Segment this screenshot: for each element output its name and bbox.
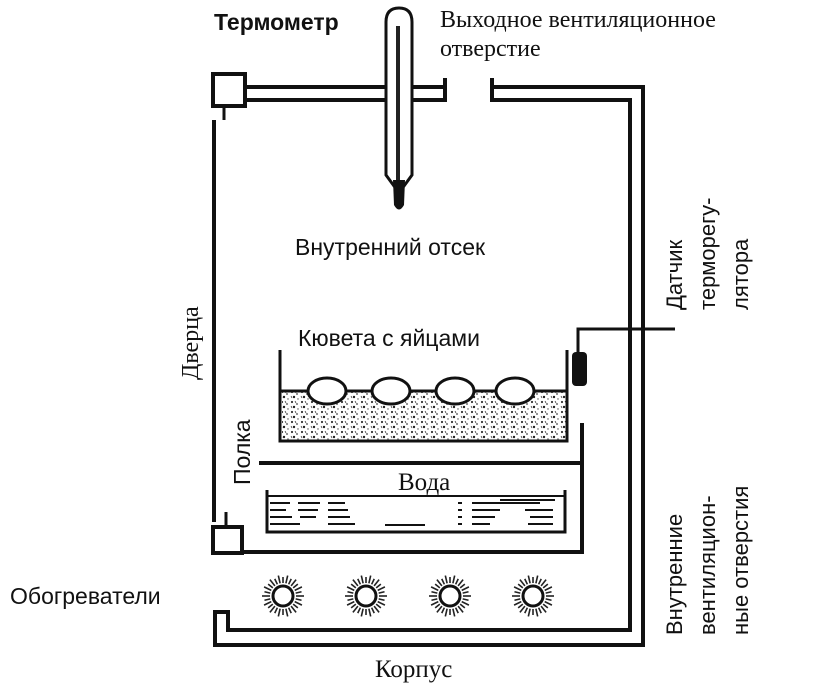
label-sensor-line1: Датчик [662,240,687,310]
water-tray [265,490,567,534]
thermoregulator-sensor [572,352,587,386]
heater-icon [512,575,554,617]
upper-hinge-box [211,72,247,108]
label-tray-with-eggs: Кювета с яйцами [298,325,480,351]
label-thermometer: Термометр [214,9,339,35]
label-inner-vents-line3: ные отверстия [728,486,753,635]
label-door: Дверца [178,306,204,380]
label-inner-vents-line1: Внутренние [662,514,687,635]
label-sensor-line3: лятора [728,238,753,310]
egg [494,376,536,406]
label-water: Вода [398,469,450,496]
inner-bottom-frame [240,423,584,554]
egg [370,376,412,406]
heater-icon [345,575,387,617]
egg-tray [278,350,569,443]
label-outlet-vent-line2: отверстие [440,36,541,62]
heaters [262,575,554,617]
label-housing: Корпус [375,656,452,683]
label-heaters: Обогреватели [10,583,161,609]
egg [306,376,348,406]
heater-icon [429,575,471,617]
lower-hinge-box [211,525,244,555]
label-inner-compartment: Внутренний отсек [295,234,486,260]
right-and-bottom-wall [213,85,645,647]
egg [434,376,476,406]
tray-walls [278,350,569,443]
label-shelf: Полка [229,419,255,485]
water-tray-walls [265,490,567,534]
label-outlet-vent-line1: Выходное вентиляционное [440,7,716,33]
thermometer [384,6,414,210]
label-inner-vents-line2: вентиляцион- [695,495,720,635]
water-ripples [270,499,555,526]
thermometer-bulb [393,180,405,210]
sensor-wire [576,327,675,352]
label-sensor-line2: терморегу- [695,198,720,310]
heater-icon [262,575,304,617]
